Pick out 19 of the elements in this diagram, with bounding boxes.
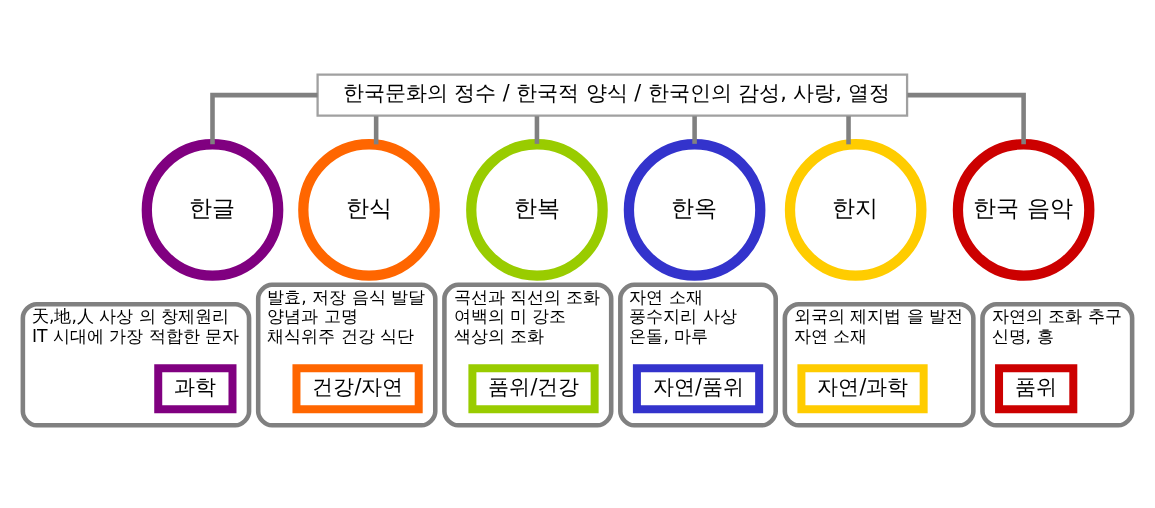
connector <box>210 92 318 144</box>
node-box: 자연/과학 <box>797 363 928 413</box>
node-circle: 한복 <box>466 138 608 281</box>
node-box: 자연/품위 <box>632 363 764 413</box>
node-circle: 한지 <box>784 138 927 281</box>
node-circle: 한국 음악 <box>952 138 1095 281</box>
node-box: 품위 <box>995 363 1078 413</box>
node-circle: 한식 <box>298 138 440 281</box>
connector <box>846 115 851 144</box>
node-box: 품위/건강 <box>468 363 599 413</box>
node-box: 과학 <box>154 363 237 413</box>
node-circle: 한옥 <box>623 138 766 281</box>
connector <box>907 92 1026 144</box>
connector <box>692 115 697 144</box>
connector <box>534 115 540 144</box>
connector <box>373 115 379 144</box>
node-box: 건강/자연 <box>292 363 423 413</box>
node-circle: 한글 <box>141 138 284 281</box>
node-box: 한국문화의 정수 / 한국적 양식 / 한국인의 감성, 사랑, 열정 <box>316 72 909 117</box>
